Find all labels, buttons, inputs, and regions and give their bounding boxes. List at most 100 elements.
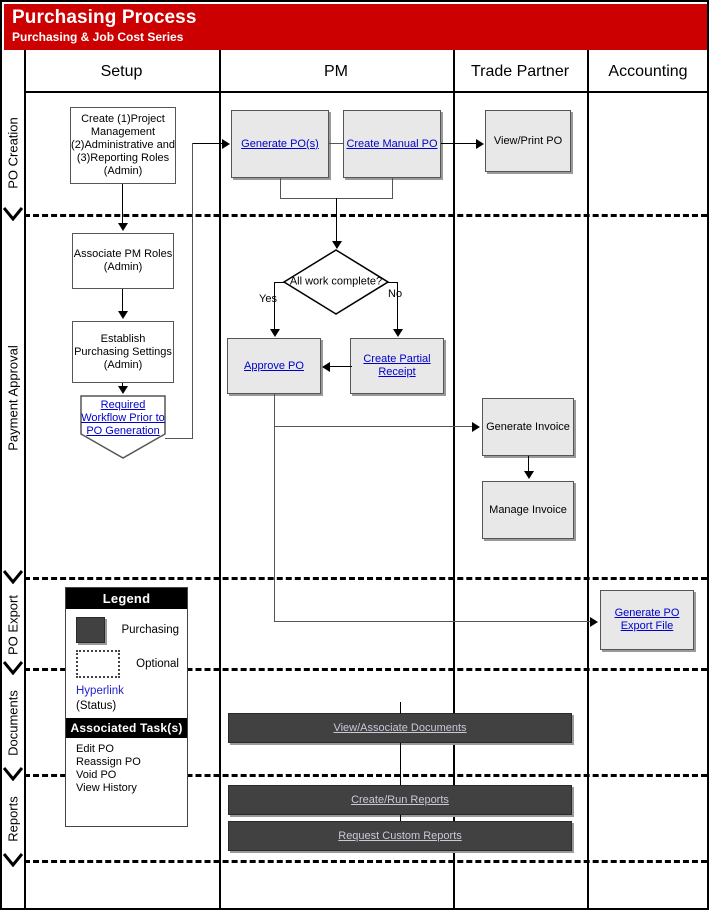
- arrowhead-yes-to-approve: [270, 329, 280, 337]
- node-create-roles[interactable]: Create (1)Project Management (2)Administ…: [70, 107, 176, 184]
- connector-generate-down: [280, 178, 281, 199]
- lane-separator-2: [24, 577, 707, 580]
- node-label: Generate Invoice: [486, 420, 570, 433]
- lane-separator-3: [24, 668, 707, 671]
- node-view-associate-documents[interactable]: View/Associate Documents: [228, 713, 572, 743]
- connector-merge-to-decision: [336, 198, 337, 248]
- lane-chevron-3: [3, 661, 23, 675]
- lane-chevron-1: [3, 207, 23, 221]
- connector-no-v: [397, 282, 398, 332]
- lane-separator-5: [24, 860, 707, 863]
- node-link-label[interactable]: Required Workflow Prior to PO Generation: [81, 399, 165, 437]
- node-link-label[interactable]: Generate PO(s): [241, 137, 319, 150]
- node-link-label[interactable]: Create/Run Reports: [351, 793, 449, 806]
- connector-roles-to-associate: [122, 184, 123, 225]
- node-link-label[interactable]: Create Manual PO: [346, 137, 438, 150]
- connector-manual-down: [392, 178, 393, 199]
- node-link-label[interactable]: Generate PO Export File: [614, 607, 680, 632]
- node-required-workflow[interactable]: Required Workflow Prior to PO Generation: [80, 395, 166, 459]
- connector-generate-to-manage-invoice: [528, 456, 529, 474]
- edge-label-no: No: [388, 288, 403, 300]
- lane-chevron-4: [3, 767, 23, 781]
- column-divider-trade-accounting: [587, 50, 589, 908]
- node-link-label[interactable]: Approve PO: [244, 359, 304, 372]
- connector-approve-to-invoice: [274, 426, 474, 427]
- legend-task-item: View History: [76, 782, 137, 794]
- connector-approve-down: [274, 394, 275, 622]
- node-generate-invoice[interactable]: Generate Invoice: [482, 398, 574, 456]
- lane-label-po-creation: PO Creation: [2, 92, 24, 214]
- lane-label-text: Payment Approval: [5, 344, 21, 451]
- legend-row-optional: Optional: [76, 650, 179, 678]
- lane-chevron-5: [3, 853, 23, 867]
- page-title: Purchasing Process: [12, 7, 197, 28]
- node-create-manual-po[interactable]: Create Manual PO: [343, 110, 441, 178]
- connector-associate-to-establish: [122, 289, 123, 313]
- lane-label-text: PO Creation: [5, 117, 21, 189]
- node-label: Associate PM Roles (Admin): [73, 248, 173, 273]
- legend-panel: Legend Purchasing Optional Hyperlink (St…: [65, 587, 188, 827]
- node-generate-po-export-file[interactable]: Generate PO Export File: [600, 590, 694, 650]
- connector-manual-to-viewprint: [441, 143, 477, 144]
- arrowhead-to-view-print-po: [476, 139, 484, 149]
- node-link-wrap: Required Workflow Prior to PO Generation: [80, 395, 166, 459]
- lane-label-reports: Reports: [2, 778, 24, 860]
- legend-task-item: Edit PO: [76, 743, 114, 755]
- lane-separator-1: [24, 214, 707, 217]
- connector-workflow-up: [192, 143, 193, 439]
- lane-label-text: Reports: [5, 796, 21, 842]
- legend-tasks-list: Edit PO Reassign PO Void PO View History: [66, 738, 187, 801]
- lane-label-divider: [24, 50, 26, 908]
- page-subtitle: Purchasing & Job Cost Series: [12, 30, 184, 44]
- arrowhead-to-workflow: [118, 386, 128, 394]
- node-label: All work complete?: [289, 275, 383, 288]
- legend-tasks-title: Associated Task(s): [66, 718, 187, 738]
- arrowhead-to-export-file: [590, 617, 598, 627]
- node-request-custom-reports[interactable]: Request Custom Reports: [228, 821, 572, 851]
- header-banner: Purchasing Process Purchasing & Job Cost…: [4, 4, 707, 50]
- legend-row-purchasing: Purchasing: [76, 617, 179, 643]
- node-associate-pm-roles[interactable]: Associate PM Roles (Admin): [72, 233, 174, 289]
- node-establish-purchasing-settings[interactable]: Establish Purchasing Settings (Admin): [72, 321, 174, 383]
- lane-label-payment-approval: Payment Approval: [2, 218, 24, 577]
- legend-task-item: Void PO: [76, 769, 117, 781]
- legend-label-purchasing: Purchasing: [121, 624, 179, 636]
- node-manage-invoice[interactable]: Manage Invoice: [482, 481, 574, 539]
- column-header-accounting: Accounting: [608, 63, 688, 80]
- connector-partial-to-approve: [330, 366, 352, 367]
- connector-approve-to-export: [274, 621, 590, 622]
- connector-no-h: [388, 282, 398, 283]
- node-label: Manage Invoice: [489, 503, 567, 516]
- legend-title: Legend: [66, 588, 187, 609]
- column-header-trade-partner: Trade Partner: [470, 63, 570, 80]
- arrowhead-no-to-partial: [393, 329, 403, 337]
- lane-label-po-export: PO Export: [2, 581, 24, 668]
- arrowhead-to-associate: [118, 223, 128, 231]
- connector-yes-h: [274, 282, 284, 283]
- edge-label-yes: Yes: [259, 293, 277, 305]
- connector-establish-to-workflow: [122, 383, 123, 388]
- node-label: Create (1)Project Management (2)Administ…: [71, 113, 175, 177]
- node-create-partial-receipt[interactable]: Create Partial Receipt: [350, 338, 444, 394]
- lane-chevron-2: [3, 570, 23, 584]
- connector-reports-link: [400, 815, 401, 822]
- node-decision-all-work-complete[interactable]: All work complete?: [282, 248, 390, 316]
- node-link-label[interactable]: Create Partial Receipt: [363, 353, 431, 378]
- arrowhead-to-manage-invoice: [524, 471, 534, 479]
- node-link-label[interactable]: Request Custom Reports: [338, 829, 462, 842]
- lane-label-text: PO Export: [5, 594, 21, 655]
- arrowhead-to-decision: [332, 241, 342, 249]
- legend-label-status: (Status): [76, 700, 117, 712]
- node-view-print-po[interactable]: View/Print PO: [485, 110, 571, 172]
- optional-swatch-icon: [76, 650, 121, 678]
- legend-label-hyperlink: Hyperlink: [76, 685, 124, 697]
- node-create-run-reports[interactable]: Create/Run Reports: [228, 785, 572, 815]
- node-generate-pos[interactable]: Generate PO(s): [231, 110, 329, 178]
- connector-yes-v: [274, 282, 275, 332]
- arrowhead-to-generate-invoice: [472, 422, 480, 432]
- node-label: Establish Purchasing Settings (Admin): [74, 332, 172, 371]
- node-approve-po[interactable]: Approve PO: [227, 338, 321, 394]
- purchasing-swatch-icon: [76, 617, 106, 643]
- node-link-label[interactable]: View/Associate Documents: [333, 721, 467, 734]
